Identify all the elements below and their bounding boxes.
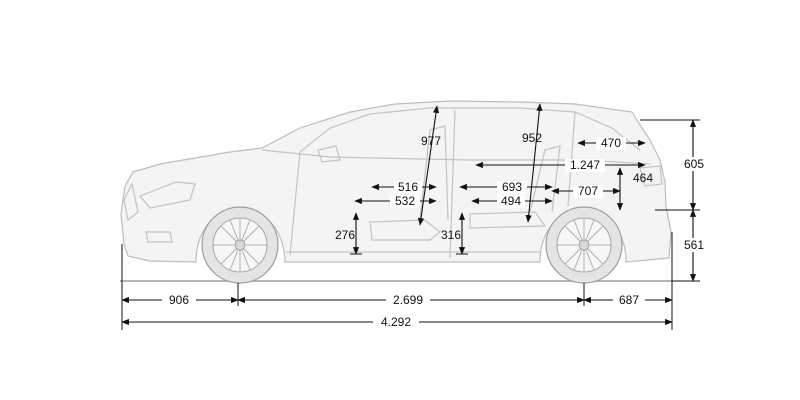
label-rear-overhang: 687 — [619, 293, 639, 307]
label-rear-legroom: 707 — [578, 184, 598, 198]
label-roof-to-tailgate: 470 — [601, 136, 621, 150]
label-overall-length: 4.292 — [381, 315, 411, 329]
front-grille — [123, 182, 139, 222]
label-front-seat-depth: 516 — [398, 180, 418, 194]
label-load-length: 1.247 — [570, 158, 600, 172]
rear-wheel — [545, 206, 623, 284]
label-front-overhang: 906 — [169, 293, 189, 307]
label-rear-seat-depth: 693 — [502, 180, 522, 194]
dimension-labels: 906 2.699 687 4.292 977 952 470 1.247 46… — [162, 131, 707, 329]
label-wheelbase: 2.699 — [393, 293, 423, 307]
label-rear-headroom: 952 — [522, 131, 542, 145]
label-front-seat-height: 276 — [335, 228, 355, 242]
label-front-cushion: 532 — [395, 194, 415, 208]
label-rear-height-lower: 561 — [684, 238, 704, 252]
label-rear-cushion: 494 — [501, 194, 521, 208]
side-mirror — [317, 145, 341, 163]
b-pillar — [449, 109, 456, 259]
label-load-height: 464 — [633, 171, 653, 185]
front-wheel — [201, 206, 279, 284]
fog-lamp — [145, 231, 173, 243]
label-rear-seat-height: 316 — [441, 228, 461, 242]
headlight — [139, 181, 196, 209]
window-line — [299, 107, 641, 153]
label-front-headroom: 977 — [421, 134, 441, 148]
a-pillar — [289, 151, 301, 256]
tail-light — [639, 165, 663, 187]
label-rear-height-upper: 605 — [684, 157, 704, 171]
